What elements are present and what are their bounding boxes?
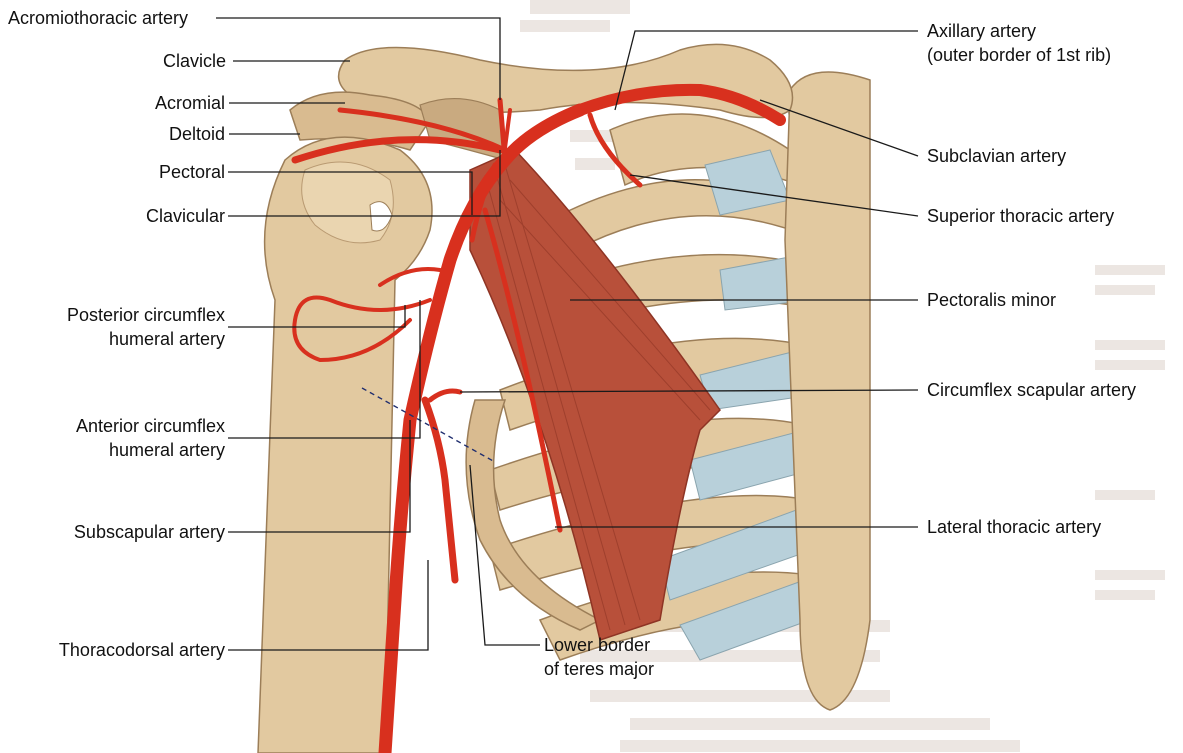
label-subclavian-artery: Subclavian artery	[927, 146, 1066, 166]
label-pectoralis-minor: Pectoralis minor	[927, 290, 1056, 310]
label-acromial: Acromial	[155, 93, 225, 113]
label-axillary-artery-1: Axillary artery	[927, 21, 1036, 41]
label-clavicular: Clavicular	[146, 206, 225, 226]
label-subscapular-artery: Subscapular artery	[74, 522, 225, 542]
label-lower-border-1: Lower border	[544, 635, 650, 655]
label-clavicle: Clavicle	[163, 51, 226, 71]
label-acromiothoracic-artery: Acromiothoracic artery	[8, 8, 188, 28]
circumflex-scapular-artery	[430, 391, 460, 400]
label-thoracodorsal-artery: Thoracodorsal artery	[59, 640, 225, 660]
label-circumflex-scapular-artery: Circumflex scapular artery	[927, 380, 1136, 400]
subscapular-artery	[425, 400, 455, 580]
label-lateral-thoracic-artery: Lateral thoracic artery	[927, 517, 1101, 537]
label-anterior-circumflex-1: Anterior circumflex	[76, 416, 225, 436]
label-posterior-circumflex-1: Posterior circumflex	[67, 305, 225, 325]
label-deltoid: Deltoid	[169, 124, 225, 144]
clavicular-branch	[505, 110, 510, 148]
label-posterior-circumflex-2: humeral artery	[109, 329, 225, 349]
label-pectoral: Pectoral	[159, 162, 225, 182]
label-anterior-circumflex-2: humeral artery	[109, 440, 225, 460]
label-lower-border-2: of teres major	[544, 659, 654, 679]
label-superior-thoracic-artery: Superior thoracic artery	[927, 206, 1114, 226]
label-axillary-artery-2: (outer border of 1st rib)	[927, 45, 1111, 65]
